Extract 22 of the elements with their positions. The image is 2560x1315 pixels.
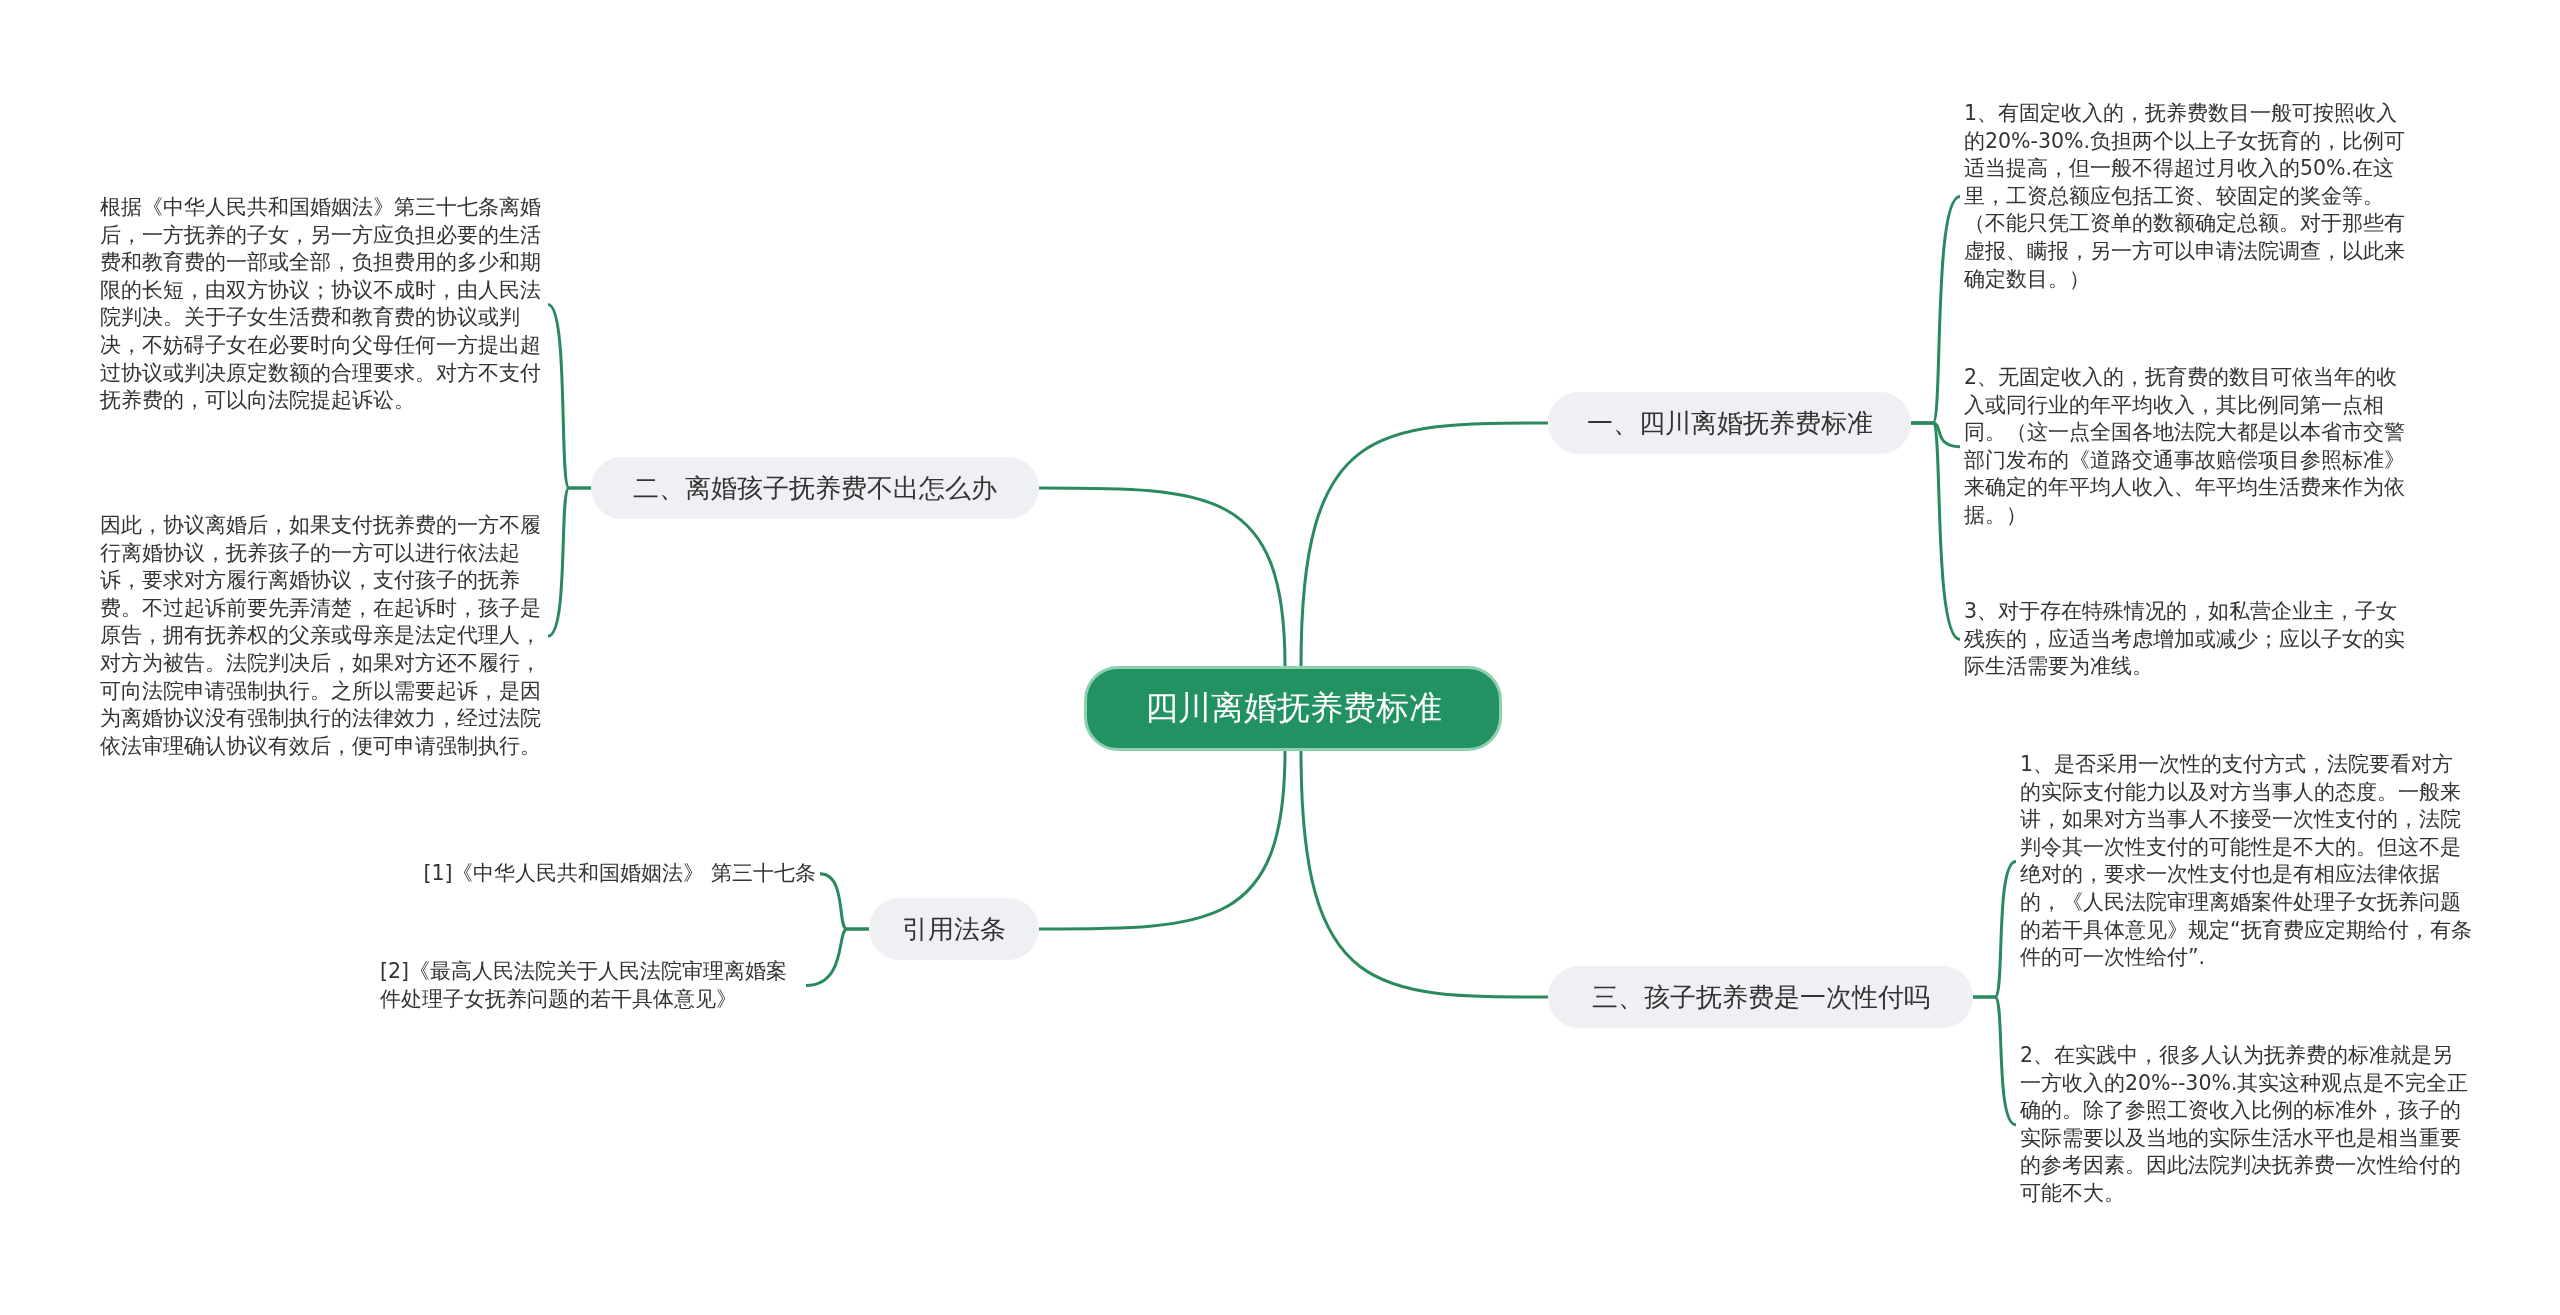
- connector-line: [1973, 995, 2017, 1127]
- note-text: [2]《最高人民法院关于人民法院审理离婚案件处理子女抚养问题的若干具体意见》: [376, 958, 806, 1014]
- topic-pill: 二、离婚孩子抚养费不出怎么办: [591, 457, 1039, 519]
- note-text: 2、在实践中，很多人认为抚养费的标准就是另一方收入的20%--30%.其实这种观点是不完全正确的。除了参照工资收入比例的标准外，孩子的实际需要以及当地的实际生活水平也是相当重要的参考因素。因此法院判决抚养费一次性给付的可能不大。: [2016, 1042, 2476, 1208]
- central-topic: 四川离婚抚养费标准: [1084, 666, 1502, 751]
- note-text: 1、是否采用一次性的支付方式，法院要看对方的实际支付能力以及对方当事人的态度。一般来讲，如果对方当事人不接受一次性支付的，法院判令其一次性支付的可能性是不大的。但这不是绝对的，要求一次性支付也是有相应法律依据的，《人民法院审理离婚案件处理子女抚养问题的若干具体意见》规定“抚育费应定期给付，有条件的可一次性给付”.: [2016, 751, 2476, 972]
- connector-line: [1911, 421, 1961, 641]
- note-text: 2、无固定收入的，抚育费的数目可依当年的收入或同行业的年平均收入，其比例同第一点相同。（这一点全国各地法院大都是以本省市交警部门发布的《道路交通事故赔偿项目参照标准》来确定的年平均人收入、年平均生活费来作为依据。）: [1960, 364, 2420, 530]
- connector-line: [805, 927, 869, 988]
- note-text: 根据《中华人民共和国婚姻法》第三十七条离婚后，一方抚养的子女，另一方应负担必要的生活费和教育费的一部或全部，负担费用的多少和期限的长短，由双方协议；协议不成时，由人民法院判决。关于子女生活费和教育费的协议或判决，不妨碍子女在必要时向父母任何一方提出超过协议或判决原定数额的合理要求。对方不支付抚养费的，可以向法院提起诉讼。: [96, 194, 548, 415]
- connector-line: [1299, 421, 1548, 667]
- topic-pill: 三、孩子抚养费是一次性付吗: [1548, 966, 1973, 1028]
- note-text: 1、有固定收入的，抚养费数目一般可按照收入的20%-30%.负担两个以上子女抚育的，比例可适当提高，但一般不得超过月收入的50%.在这里，工资总额应包括工资、较固定的奖金等。（不能只凭工资单的数额确定总额。对于那些有虚报、瞒报，另一方可以申请法院调查，以此来确定数目。）: [1960, 100, 2420, 294]
- topic-pill: 一、四川离婚抚养费标准: [1548, 392, 1911, 454]
- connector-line: [1299, 750, 1548, 999]
- note-text: 3、对于存在特殊情况的，如私营企业主，子女残疾的，应适当考虑增加或减少；应以子女的实际生活需要为准线。: [1960, 598, 2420, 681]
- connector-line: [1039, 750, 1287, 931]
- topic-pill: 引用法条: [869, 898, 1039, 960]
- note-text: 因此，协议离婚后，如果支付抚养费的一方不履行离婚协议，抚养孩子的一方可以进行依法起诉，要求对方履行离婚协议，支付孩子的抚养费。不过起诉前要先弄清楚，在起诉时，孩子是原告，拥有抚养权的父亲或母亲是法定代理人，对方为被告。法院判决后，如果对方还不履行，可向法院申请强制执行。之所以需要起诉，是因为离婚协议没有强制执行的法律效力，经过法院依法审理确认协议有效后，便可申请强制执行。: [96, 512, 548, 761]
- connector-line: [547, 486, 591, 638]
- connector-line: [1039, 486, 1287, 667]
- note-text: [1]《中华人民共和国婚姻法》 第三十七条: [380, 860, 820, 888]
